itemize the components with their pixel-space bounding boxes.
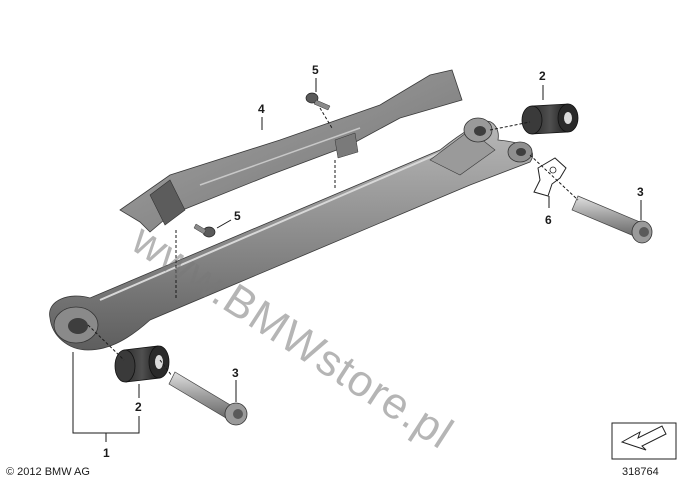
- callout-6: 6: [545, 213, 552, 227]
- callout-3-lower: 3: [232, 366, 239, 380]
- reference-arrow-icon: [611, 422, 677, 460]
- callout-5-lower: 5: [234, 209, 241, 223]
- leader-lines: [72, 78, 642, 442]
- screw-upper: [305, 92, 331, 111]
- hex-bolt-right: [571, 195, 653, 244]
- callout-2-upper: 2: [539, 69, 546, 83]
- screw-lower: [193, 223, 216, 238]
- copyright-text: © 2012 BMW AG: [6, 466, 90, 478]
- rubber-bushing-upper: [521, 103, 579, 135]
- callout-3-right: 3: [637, 185, 644, 199]
- diagram-number: 318764: [622, 466, 659, 478]
- bracket-clip: [533, 157, 567, 197]
- chain-guard: [119, 69, 463, 233]
- callout-1: 1: [103, 446, 110, 460]
- hex-bolt-lower: [168, 371, 248, 426]
- alignment-lines: [87, 107, 579, 377]
- rubber-bushing-lower: [114, 345, 170, 383]
- callout-4: 4: [258, 102, 265, 116]
- swing-arm: [49, 117, 533, 351]
- callout-2-lower: 2: [135, 400, 142, 414]
- callout-5-upper: 5: [312, 63, 319, 77]
